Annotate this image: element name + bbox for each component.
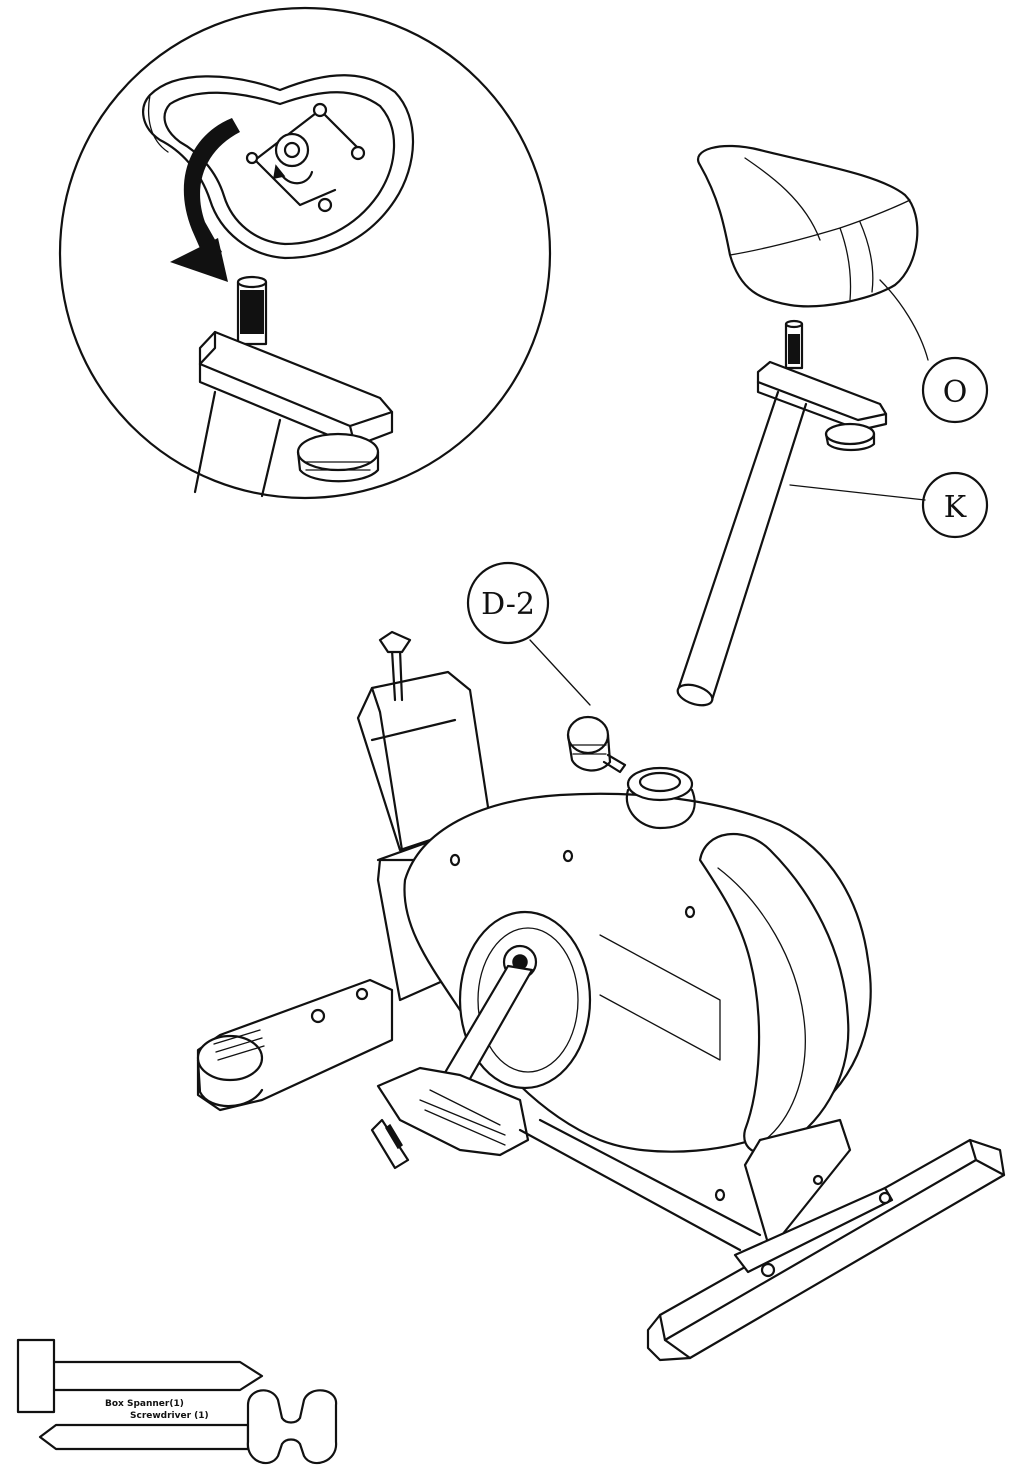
detail-threaded-stud — [236, 275, 268, 346]
callout-post-label: K — [944, 490, 967, 525]
leader-line-post — [789, 484, 926, 501]
seat-part — [697, 144, 919, 308]
callout-circle-post — [921, 471, 989, 539]
seat-post-part — [676, 390, 808, 707]
box-spanner-label: Box Spanner(1) — [105, 1399, 184, 1409]
rotate-arrow-icon — [170, 118, 240, 282]
seat-post-clamp — [756, 360, 888, 452]
screwdriver-label: Screwdriver (1) — [130, 1411, 209, 1421]
bike-frame — [196, 630, 1006, 1362]
callout-knob-label: D-2 — [481, 587, 535, 622]
screwdriver-tool: Screwdriver (1) — [38, 1389, 338, 1465]
callout-seat-label: O — [943, 375, 968, 410]
callout-circle-knob — [466, 561, 550, 645]
adjustment-knob-part — [566, 715, 627, 774]
detail-seat-underside — [142, 74, 415, 260]
box-spanner-tool: Box Spanner(1) — [16, 1338, 264, 1414]
detail-inset — [58, 6, 552, 500]
leader-line-seat — [879, 279, 929, 361]
seat-stud — [784, 319, 804, 370]
detail-seat-clamp — [193, 330, 394, 498]
callout-circle-seat — [921, 356, 989, 424]
leader-line-knob — [529, 639, 591, 706]
